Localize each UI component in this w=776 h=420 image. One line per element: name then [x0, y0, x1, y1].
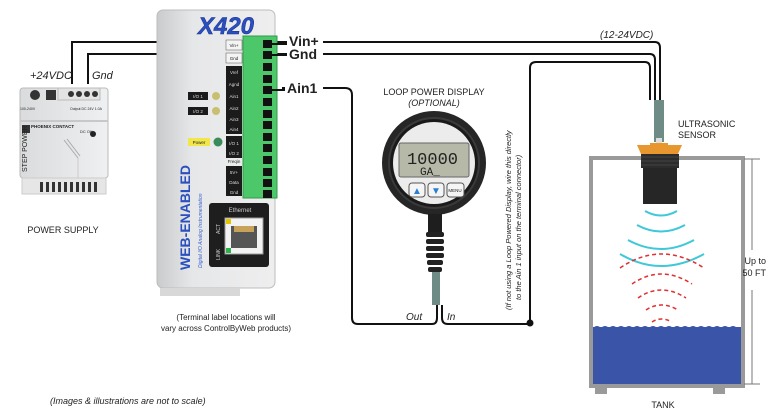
- controller-model: X420: [196, 13, 255, 40]
- wires: [71, 41, 661, 325]
- wire-label-vin: Vin+: [289, 33, 319, 49]
- term-label-vref: Vref: [230, 70, 239, 75]
- term-label-gnd: Gnd: [230, 56, 239, 61]
- term-label-agnd: Agnd: [229, 82, 240, 87]
- term-label-vin: Vin+: [229, 43, 238, 48]
- controller-note-line1: (Terminal label locations will: [176, 313, 275, 322]
- controller-subtext: Digital I/O Analog Instrumentation: [198, 193, 204, 268]
- power-supply: PHOENIX CONTACT DC OK 100-240V Output DC…: [19, 70, 114, 235]
- term-label-ain4: Ain4: [229, 127, 239, 132]
- tank-water: [593, 327, 741, 384]
- wire-gnd: [87, 53, 656, 100]
- wire-label-ain1: Ain1: [287, 80, 318, 96]
- sensor-flange: [637, 145, 682, 154]
- term-label-ain1: Ain1: [229, 94, 239, 99]
- ps-neg-label: Gnd: [92, 70, 114, 82]
- term-label-5v: 5V+: [230, 170, 239, 175]
- terminal-labels: Vin+ Gnd Vref Agnd Ain1 Ain2 Ain3 Ain4 I…: [225, 39, 243, 196]
- sensor-label-line1: ULTRASONIC: [678, 119, 736, 129]
- wire-label-gnd: Gnd: [289, 46, 317, 62]
- term-label-ain2: Ain2: [229, 106, 239, 111]
- sound-waves-reflected: [619, 253, 705, 323]
- link-label: LINK: [216, 248, 222, 260]
- bypass-note-line2: to the Ain 1 input on the terminal conne…: [514, 154, 523, 300]
- lcd-sub-reading: GA_: [420, 167, 440, 179]
- ps-brand: PHOENIX CONTACT: [31, 124, 74, 129]
- up-arrow-icon: ▲: [412, 186, 422, 197]
- tank: TANK Up to 50 FT: [589, 156, 766, 410]
- range-label-line2: 50 FT: [742, 268, 766, 278]
- term-label-io1: I/O 1: [229, 141, 239, 146]
- terminal-screws: [263, 40, 272, 198]
- sensor-cable: [654, 100, 664, 142]
- ps-dc-ok: DC OK: [80, 129, 93, 134]
- term-label-freqin: Freqin: [228, 159, 241, 164]
- link-led: [226, 248, 231, 253]
- controller-note-line2: vary across ControlByWeb products): [161, 324, 291, 333]
- led-io1: [212, 92, 220, 100]
- sensor-body: [643, 168, 677, 204]
- led-label-io2: I/O 2: [193, 109, 203, 114]
- supply-range-label: (12-24VDC): [600, 30, 653, 41]
- height-dimension: [744, 158, 760, 385]
- bypass-note-line1: (If not using a Loop Powered Display, wi…: [504, 129, 513, 310]
- range-label-line1: Up to: [744, 256, 766, 266]
- led-label-io1: I/O 1: [193, 94, 203, 99]
- ultrasonic-sensor: ULTRASONIC SENSOR: [637, 100, 736, 204]
- tank-leg-right: [713, 386, 725, 394]
- term-label-io2: I/O 2: [229, 151, 239, 156]
- ps-output-rating: Output DC 24V 1.0A: [70, 107, 103, 111]
- wire-signal: [441, 61, 651, 325]
- display-button-up[interactable]: ▲: [408, 182, 426, 198]
- term-label-ain3: Ain3: [229, 117, 239, 122]
- wire-label-out: Out: [406, 312, 423, 323]
- menu-button-label: MENU: [448, 188, 461, 193]
- term-label-data: Data: [229, 180, 239, 185]
- display-title: LOOP POWER DISPLAY: [383, 87, 484, 97]
- loop-power-display: LOOP POWER DISPLAY (OPTIONAL) 10000 GA_ …: [382, 87, 486, 323]
- ethernet-label: Ethernet: [229, 208, 252, 214]
- sensor-label-line2: SENSOR: [678, 130, 717, 140]
- tank-leg-left: [595, 386, 607, 394]
- led-label-power: Power: [193, 140, 206, 145]
- ethernet-port[interactable]: Ethernet ACT LINK: [209, 203, 269, 267]
- ps-side-text: STEP POWER: [22, 125, 29, 172]
- ps-input-rating: 100-240V: [20, 107, 36, 111]
- power-supply-caption: POWER SUPPLY: [27, 225, 98, 235]
- display-cable: [432, 272, 440, 305]
- display-button-down[interactable]: ▼: [427, 182, 445, 198]
- down-arrow-icon: ▼: [431, 186, 441, 197]
- ps-terminals: [57, 87, 101, 101]
- phoenix-logo: [22, 125, 30, 133]
- controller-x420: X420 Vin+ Gnd Vref Agnd Ain1 Ain2 Ain3: [156, 9, 291, 333]
- lcd-screen: [398, 142, 470, 178]
- act-led: [226, 219, 231, 224]
- status-leds: I/O 1 I/O 2 Power: [188, 92, 223, 147]
- term-label-gnd2: Gnd: [230, 190, 239, 195]
- wire-label-in: In: [447, 312, 456, 323]
- web-enabled-text: WEB-ENABLED: [177, 165, 193, 270]
- tank-caption: TANK: [651, 400, 674, 410]
- junction-dot: [526, 319, 534, 327]
- led-power: [213, 137, 223, 147]
- wire-ain1: [282, 87, 438, 325]
- display-button-menu[interactable]: MENU: [446, 182, 465, 198]
- wire-vin: [71, 41, 661, 100]
- ps-pos-label: +24VDC: [30, 70, 72, 82]
- led-io2: [212, 107, 220, 115]
- lcd-reading: 10000: [407, 151, 458, 170]
- display-subtitle: (OPTIONAL): [408, 98, 460, 108]
- act-label: ACT: [216, 224, 222, 234]
- ps-knob: [30, 90, 40, 100]
- sound-waves-outgoing: [619, 210, 705, 267]
- strain-relief: [426, 232, 444, 272]
- footnote: (Images & illustrations are not to scale…: [50, 396, 206, 406]
- water-surface: [589, 326, 737, 330]
